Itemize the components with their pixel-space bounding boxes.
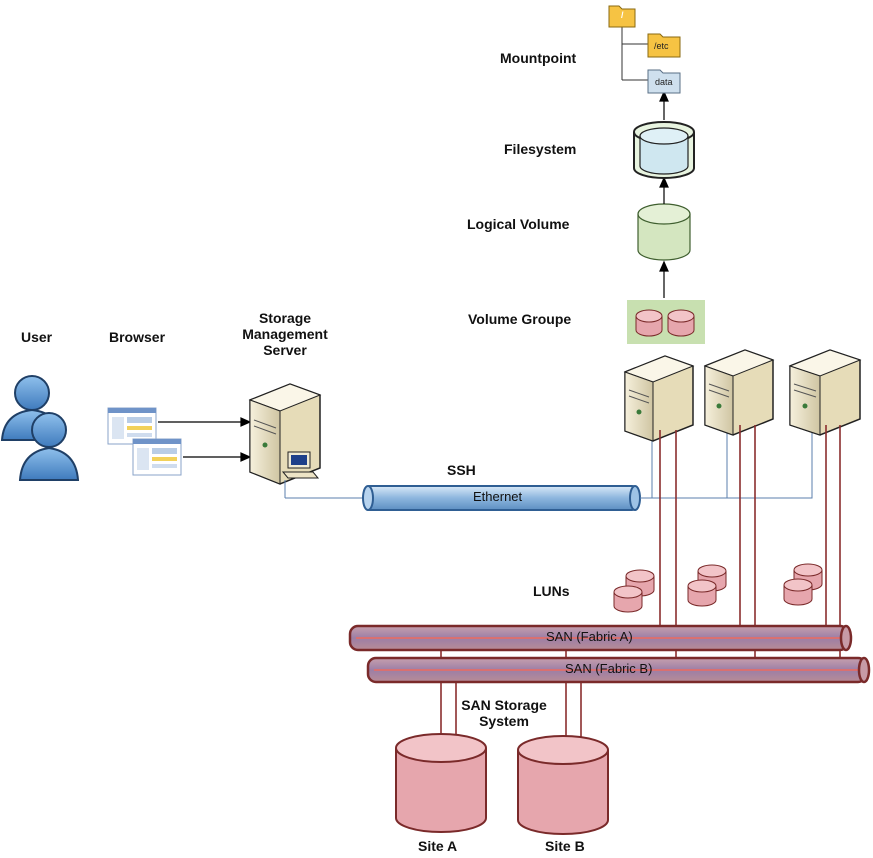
logical-volume-label: Logical Volume [467, 216, 570, 232]
san-host-links [659, 425, 841, 660]
site-b-label: Site B [545, 838, 585, 854]
folder-data-icon [647, 69, 681, 94]
ethernet-pipe [362, 485, 641, 511]
san-storage-label-line2: System [479, 713, 529, 729]
luns-label: LUNs [533, 583, 570, 599]
lun-disks-3 [783, 563, 823, 606]
lun-disks-1 [613, 569, 655, 613]
storage-server-label-line3: Server [263, 342, 307, 358]
storage-server-label: Storage Management Server [230, 310, 340, 358]
mountpoint-label: Mountpoint [500, 50, 577, 66]
site-a-storage-icon [395, 733, 487, 833]
browser-label: Browser [109, 329, 166, 345]
volume-group-label: Volume Groupe [468, 311, 572, 327]
logical-volume-icon [637, 203, 691, 261]
management-server-icon [248, 383, 322, 485]
san-fabric-b-pipe [366, 656, 871, 684]
ethernet-host-links [640, 428, 813, 499]
folder-etc-icon [647, 33, 681, 58]
ssh-label: SSH [447, 462, 476, 478]
site-a-label: Site A [418, 838, 458, 854]
folder-root-label: / [621, 10, 624, 20]
browser-icon [107, 407, 182, 476]
volume-group-icon [627, 300, 705, 344]
san-fabric-b-label: SAN (Fabric B) [565, 661, 653, 676]
lun-disks-2 [687, 564, 727, 607]
user-icon [0, 375, 80, 481]
filesystem-label: Filesystem [504, 141, 577, 157]
san-storage-label: SAN Storage System [444, 697, 564, 729]
user-label: User [21, 329, 53, 345]
site-b-storage-icon [517, 735, 609, 835]
host-server-3-icon [788, 349, 862, 436]
fs-to-mount-arrow [659, 90, 669, 120]
storage-server-label-line1: Storage [258, 310, 312, 326]
lv-to-fs-arrow [659, 176, 669, 204]
san-fabric-a-pipe [348, 624, 853, 652]
folder-etc-label: /etc [654, 41, 669, 51]
mountpoint-tree [621, 26, 648, 81]
filesystem-icon [633, 121, 695, 179]
browser-to-server-arrows [158, 417, 252, 462]
storage-server-label-line2: Management [242, 326, 328, 342]
folder-root-icon [608, 5, 636, 28]
folder-data-label: data [655, 77, 673, 87]
san-fabric-a-label: SAN (Fabric A) [546, 629, 633, 644]
ethernet-label: Ethernet [473, 489, 523, 504]
host-server-2-icon [703, 349, 775, 436]
san-storage-label-line1: SAN Storage [461, 697, 547, 713]
vg-to-lv-arrow [659, 260, 669, 298]
host-server-1-icon [623, 355, 695, 442]
